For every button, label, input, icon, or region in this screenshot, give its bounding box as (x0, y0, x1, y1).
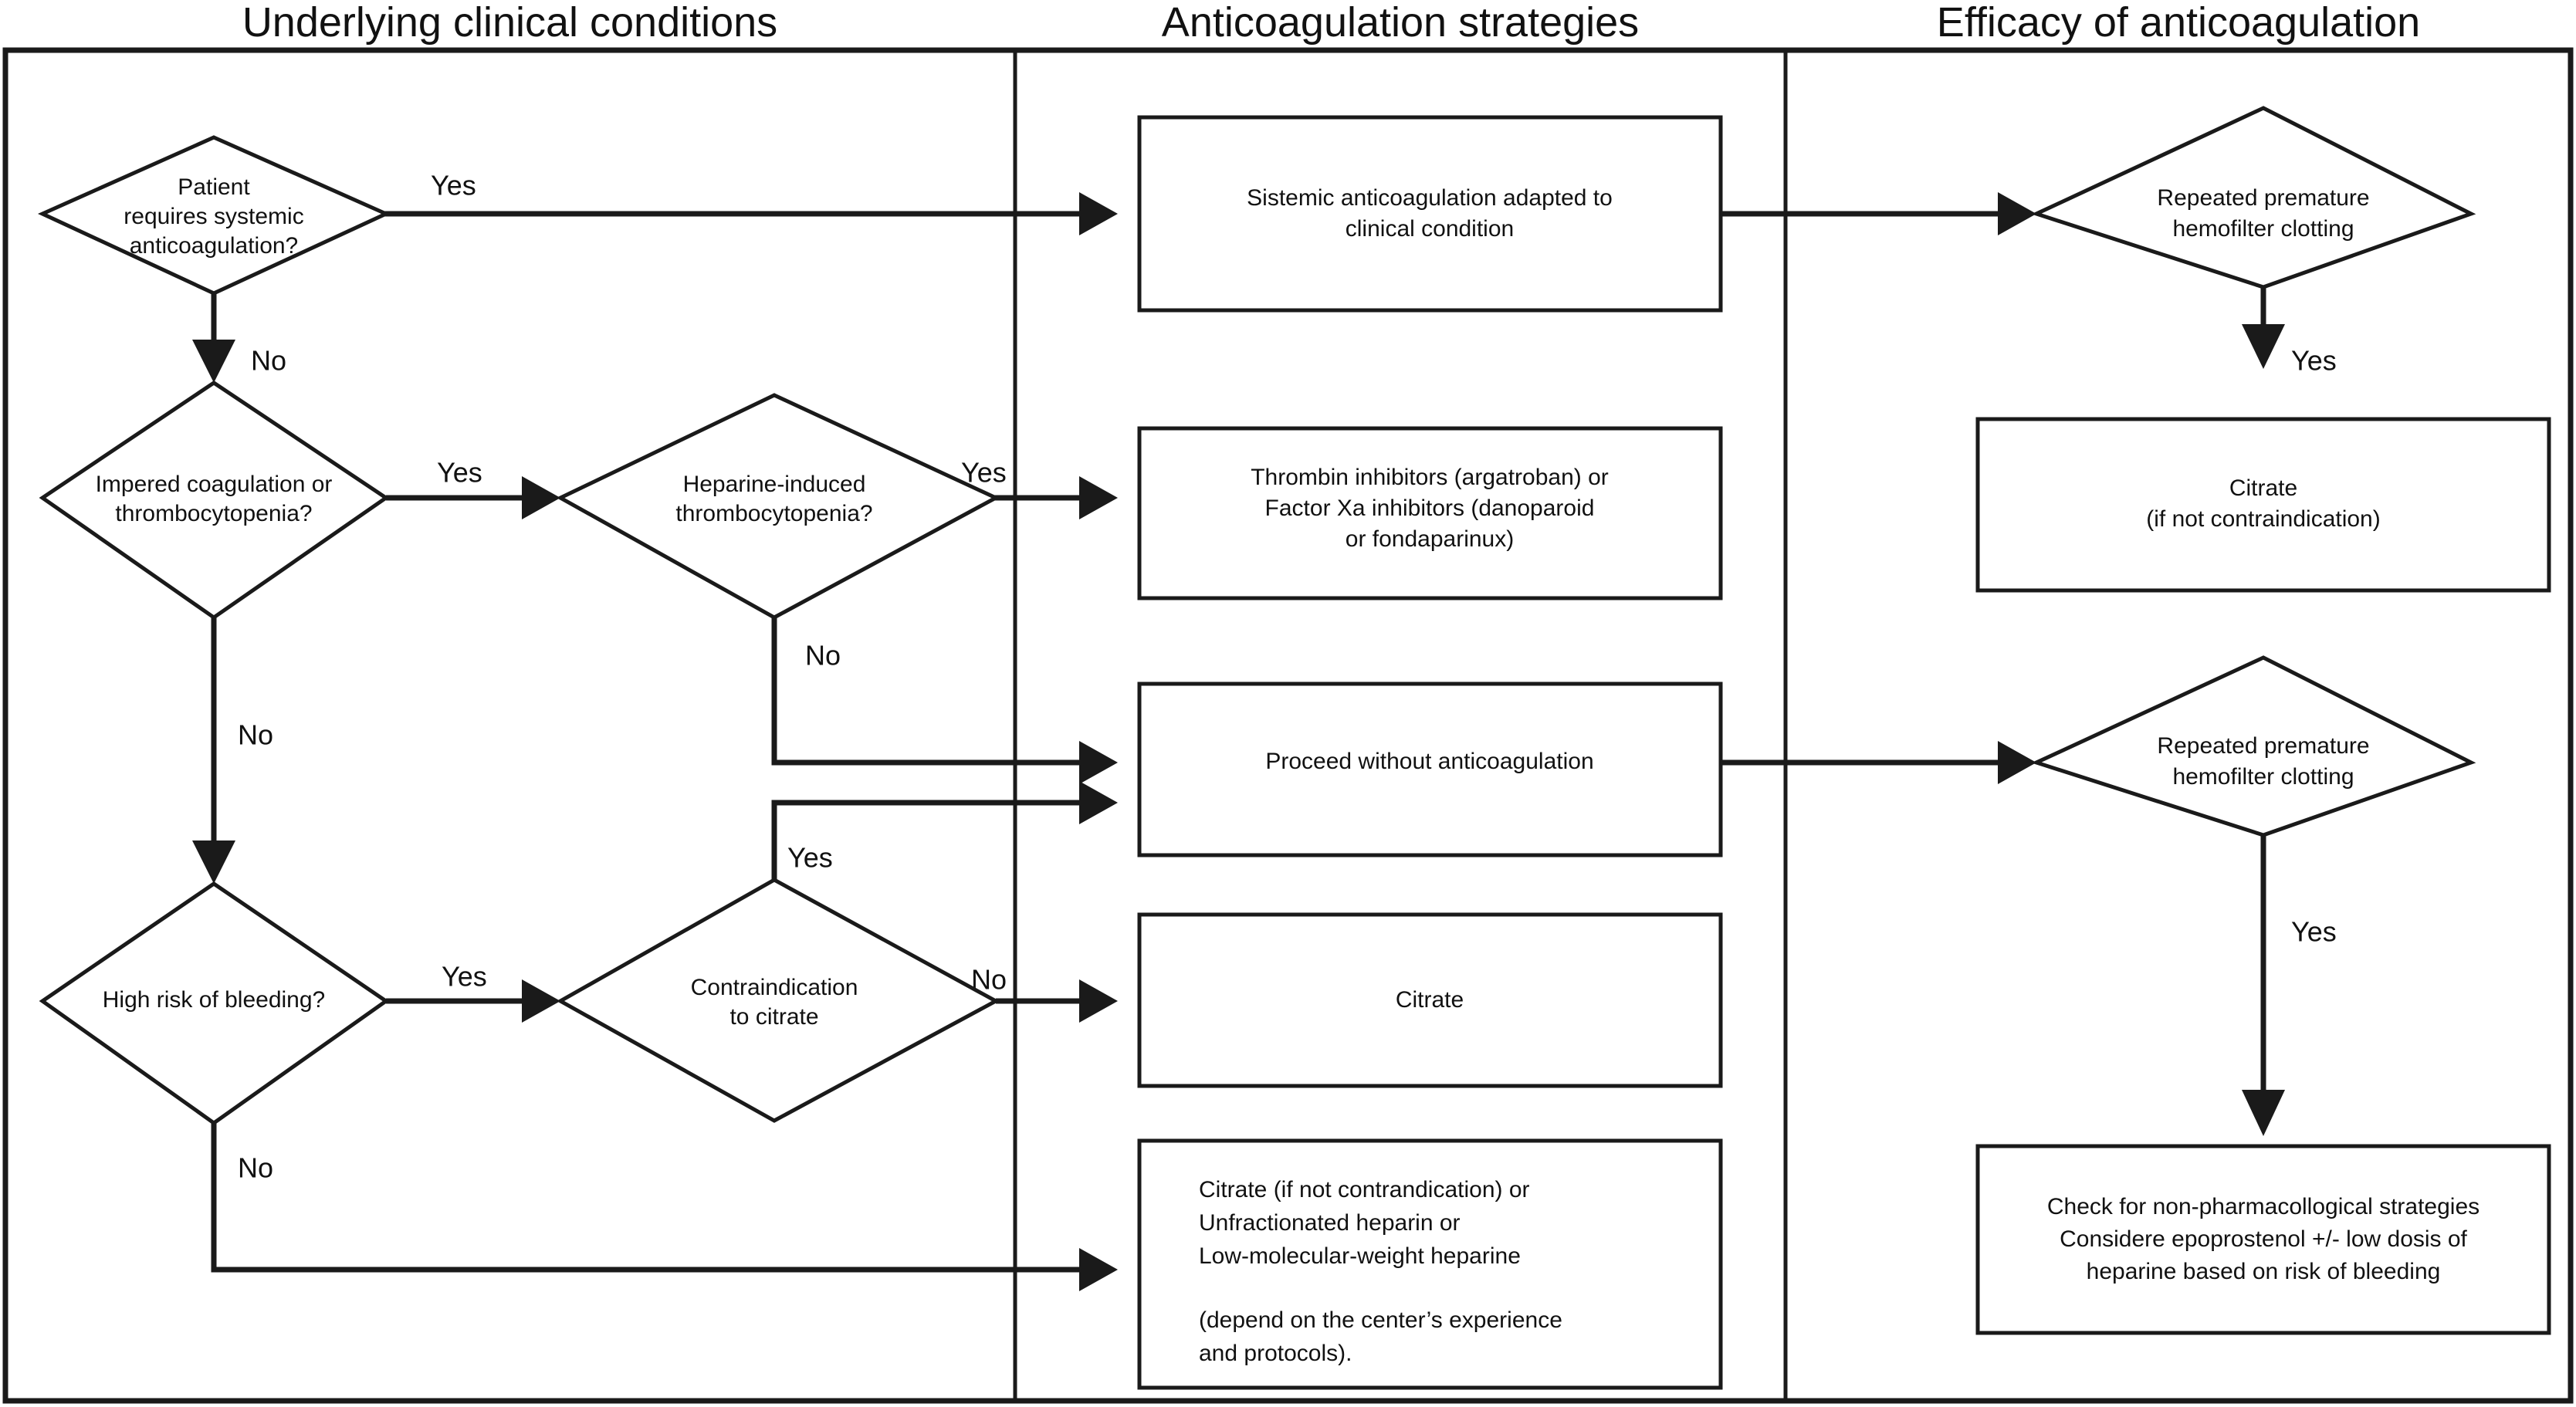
node-repeated-premature-hemofilter-clotting-2[interactable]: Repeated premature hemofilter clotting (2031, 655, 2476, 837)
node-thrombin-inhibitors[interactable]: Thrombin inhibitors (argatroban) or Fact… (1137, 426, 1723, 600)
node-label-line-2: Considere epoprostenol +/- low dosis of (2060, 1226, 2467, 1252)
diamond-shape (39, 881, 390, 1126)
edge-d1-no-to-d2 (192, 293, 235, 383)
node-patient-requires-systemic-anticoagulation[interactable]: Patient requires systemic anticoagulatio… (37, 135, 391, 296)
node-label-line-5: (depend on the center’s experience (1199, 1307, 1562, 1333)
figure-border (2, 47, 2574, 1404)
node-label-line-1: Repeated premature (2157, 185, 2369, 211)
edge-label-d3-yes: Yes (961, 457, 1007, 489)
node-label-line-1: Repeated premature (2157, 733, 2369, 759)
node-label-line-2: (if not contraindication) (2146, 506, 2381, 532)
diamond-shape (2031, 655, 2476, 837)
node-label-line-1: Heparine-induced (683, 472, 866, 497)
node-label-line-6: and protocols). (1199, 1341, 1352, 1366)
edge-label-d1-no: No (251, 345, 286, 377)
diamond-shape (39, 380, 390, 621)
node-label-line-1: Thrombin inhibitors (argatroban) or (1251, 465, 1609, 490)
node-label-line-2: thrombocytopenia? (675, 501, 872, 526)
edge-d3-no-to-b3 (771, 617, 1118, 784)
edge-d2-no-to-d4 (192, 617, 235, 884)
edge-label-d3-no: No (805, 640, 841, 671)
column-header-strategies: Anticoagulation strategies (1161, 0, 1640, 46)
node-label-line-3: Low-molecular-weight heparine (1199, 1243, 1521, 1269)
node-label-line-2: Factor Xa inhibitors (danoparoid (1265, 495, 1595, 521)
edge-d4-yes-to-d5 (386, 979, 560, 1023)
box-shape (1975, 417, 2551, 593)
node-label-line-1: Check for non-pharmacollogical strategie… (2047, 1194, 2480, 1219)
node-label-line-1: High risk of bleeding? (103, 987, 326, 1013)
node-label-line-1: Citrate (2229, 475, 2297, 501)
node-label-line-1: Proceed without anticoagulation (1265, 749, 1593, 774)
node-label-line-2: clinical condition (1346, 216, 1514, 242)
node-check-non-pharmacological-strategies[interactable]: Check for non-pharmacollogical strategie… (1975, 1144, 2551, 1335)
edge-b3-to-e3 (1721, 741, 2036, 784)
edge-label-d2-yes: Yes (437, 457, 482, 489)
node-label-line-1: Impered coagulation or (96, 472, 333, 497)
edge-b1-to-e1 (1721, 192, 2036, 235)
edge-label-d4-no: No (238, 1152, 273, 1184)
edge-label-e1-yes: Yes (2291, 345, 2337, 377)
node-contraindication-to-citrate[interactable]: Contraindication to citrate (556, 878, 1000, 1123)
diamond-shape (2031, 106, 2476, 289)
edge-label-d5-yes: Yes (787, 842, 833, 874)
node-label-line-2: thrombocytopenia? (115, 501, 312, 526)
column-header-conditions: Underlying clinical conditions (242, 0, 778, 46)
node-label-line-3: heparine based on risk of bleeding (2087, 1259, 2441, 1284)
box-shape (1975, 1144, 2551, 1335)
node-impered-coagulation-or-thrombocytopenia[interactable]: Impered coagulation or thrombocytopenia? (39, 380, 390, 621)
node-label-line-2: Unfractionated heparin or (1199, 1210, 1461, 1236)
edge-d4-no-to-b5 (211, 1123, 1118, 1291)
edge-label-e3-yes: Yes (2291, 916, 2337, 948)
node-repeated-premature-hemofilter-clotting-1[interactable]: Repeated premature hemofilter clotting (2031, 106, 2476, 289)
edge-d5-no-to-b4 (996, 979, 1118, 1023)
node-label-line-1: Contraindication (691, 975, 858, 1000)
edge-label-d4-yes: Yes (442, 961, 487, 993)
box-shape (1137, 115, 1723, 313)
box-shape (1137, 1138, 1723, 1390)
node-citrate[interactable]: Citrate (1137, 912, 1723, 1088)
node-label-line-2: hemofilter clotting (2172, 764, 2354, 790)
node-label-line-1: Citrate (if not contrandication) or (1199, 1177, 1530, 1202)
node-label-line-1: Patient (178, 174, 250, 200)
diamond-shape (556, 393, 1000, 620)
column-header-efficacy: Efficacy of anticoagulation (1936, 0, 2421, 46)
node-proceed-without-anticoagulation[interactable]: Proceed without anticoagulation (1137, 682, 1723, 857)
node-label-line-1: Citrate (1396, 987, 1464, 1013)
box-shape (1137, 426, 1723, 600)
node-heparine-induced-thrombocytopenia[interactable]: Heparine-induced thrombocytopenia? (556, 393, 1000, 620)
node-label-line-3: anticoagulation? (130, 233, 299, 259)
edge-label-d2-no: No (238, 719, 273, 751)
edge-label-d1-yes: Yes (431, 170, 476, 201)
box-shape (1137, 912, 1723, 1088)
edge-d2-yes-to-d3 (386, 476, 560, 519)
diamond-shape (37, 135, 391, 296)
edge-d5-yes-to-b3 (771, 781, 1118, 880)
edge-e1-yes-to-e2 (2242, 287, 2285, 369)
node-high-risk-of-bleeding[interactable]: High risk of bleeding? (39, 881, 390, 1126)
node-label-line-2: to citrate (729, 1004, 818, 1030)
node-sistemic-anticoagulation-adapted[interactable]: Sistemic anticoagulation adapted to clin… (1137, 115, 1723, 313)
node-label-line-3: or fondaparinux) (1346, 526, 1514, 552)
node-citrate-if-not-contraindication[interactable]: Citrate (if not contraindication) (1975, 417, 2551, 593)
node-label-line-2: hemofilter clotting (2172, 216, 2354, 242)
node-citrate-or-heparin-options[interactable]: Citrate (if not contrandication) or Unfr… (1137, 1138, 1723, 1390)
box-shape (1137, 682, 1723, 857)
diamond-shape (556, 878, 1000, 1123)
node-label-line-1: Sistemic anticoagulation adapted to (1247, 185, 1613, 211)
node-label-line-2: requires systemic (124, 204, 303, 229)
edge-e3-yes-to-e4 (2242, 835, 2285, 1136)
